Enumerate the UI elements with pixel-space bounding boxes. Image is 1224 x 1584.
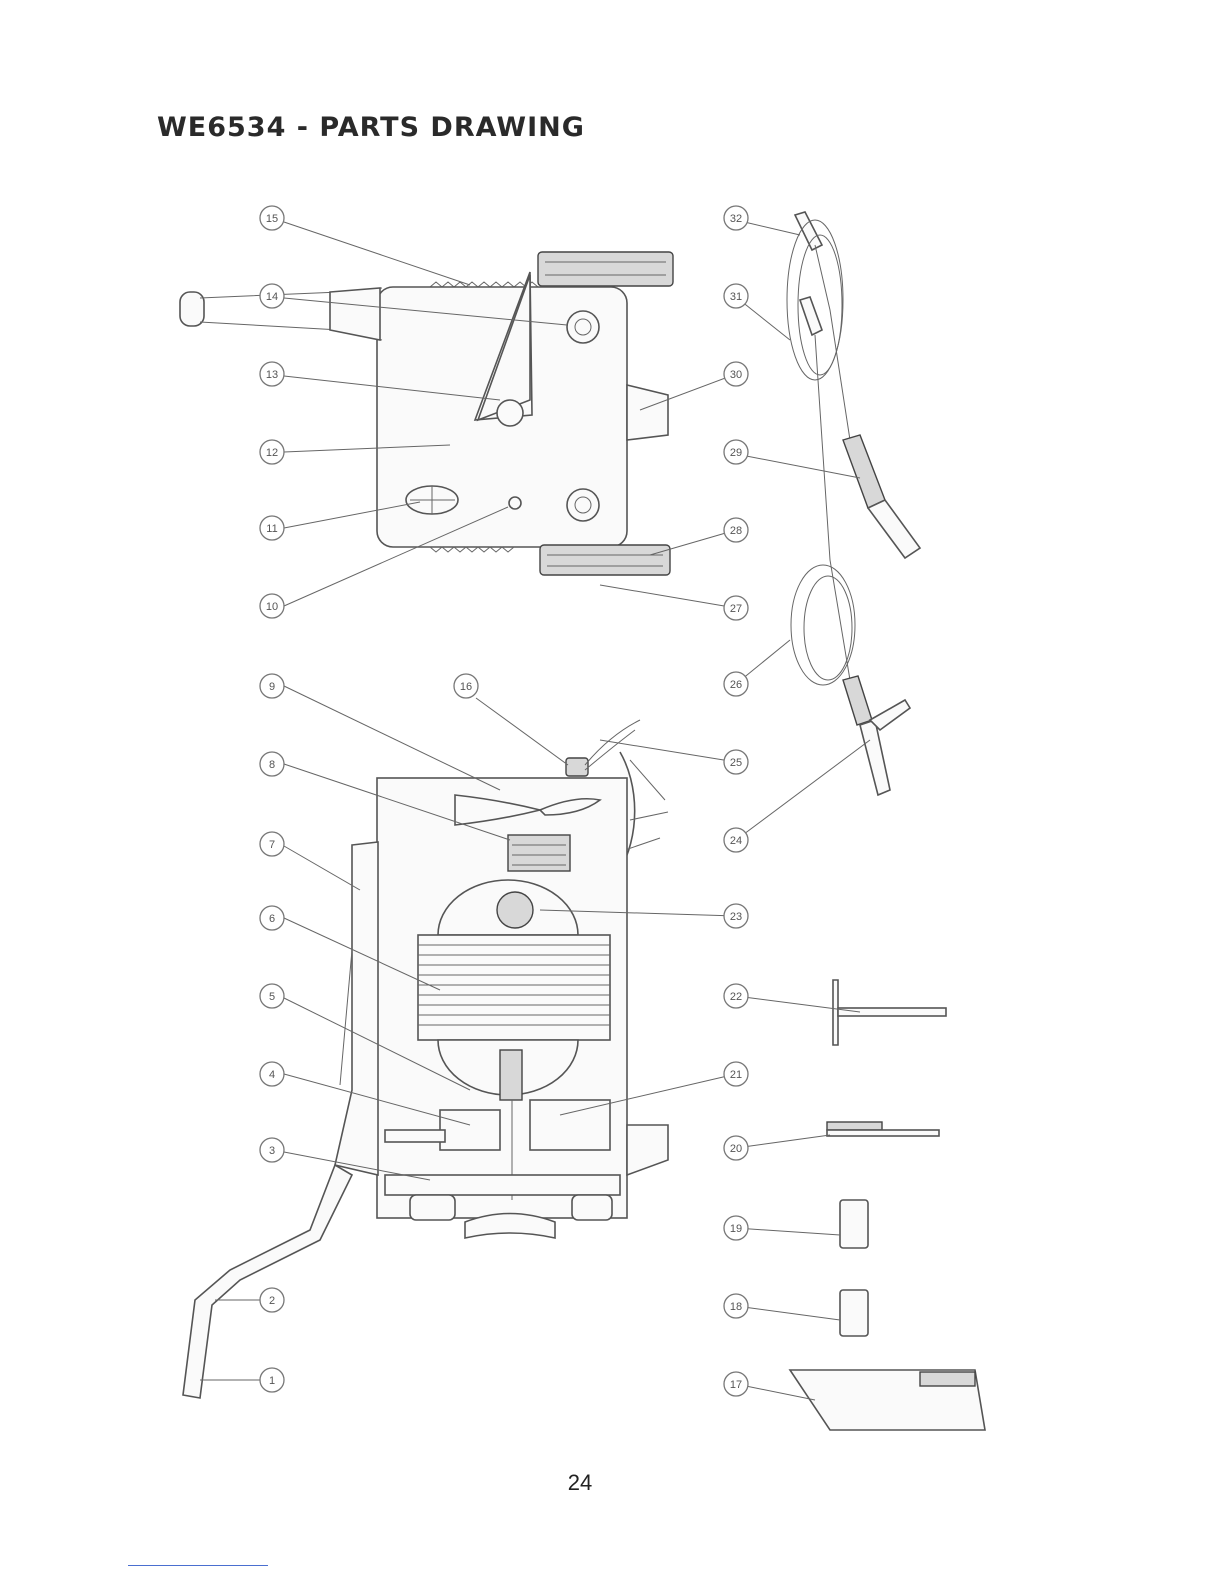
svg-text:1: 1	[269, 1375, 275, 1387]
svg-text:8: 8	[269, 759, 275, 771]
main-unit-assembly	[183, 720, 668, 1398]
svg-text:29: 29	[730, 447, 742, 459]
svg-text:11: 11	[266, 523, 277, 535]
svg-text:31: 31	[730, 291, 742, 303]
svg-text:30: 30	[730, 369, 742, 381]
svg-text:20: 20	[730, 1143, 742, 1155]
callout: 7	[260, 832, 284, 856]
callout: 14	[260, 284, 284, 308]
callout: 4	[260, 1062, 284, 1086]
svg-text:22: 22	[730, 991, 742, 1003]
front-panel	[335, 842, 378, 1175]
callout: 16	[454, 674, 478, 698]
callout: 19	[724, 1216, 748, 1240]
callout: 6	[260, 906, 284, 930]
svg-text:14: 14	[266, 291, 278, 303]
svg-text:21: 21	[730, 1069, 742, 1081]
svg-text:19: 19	[730, 1223, 742, 1235]
svg-text:12: 12	[266, 447, 278, 459]
svg-text:26: 26	[730, 679, 742, 691]
lens-clear	[840, 1200, 868, 1248]
svg-text:3: 3	[269, 1145, 275, 1157]
callout: 12	[260, 440, 284, 464]
back-panel-assembly	[180, 252, 673, 575]
svg-text:6: 6	[269, 913, 275, 925]
bottom-wheel	[540, 545, 670, 575]
callout: 3	[260, 1138, 284, 1162]
callout: 27	[724, 596, 748, 620]
wire-brush	[827, 1122, 882, 1130]
callout: 26	[724, 672, 748, 696]
callout: 31	[724, 284, 748, 308]
svg-text:18: 18	[730, 1301, 742, 1313]
ground-clamp	[843, 676, 872, 725]
callout: 17	[724, 1372, 748, 1396]
callout: 29	[724, 440, 748, 464]
electrode-holder	[843, 435, 885, 508]
callout: 9	[260, 674, 284, 698]
callout: 28	[724, 518, 748, 542]
svg-text:32: 32	[730, 213, 742, 225]
callout: 30	[724, 362, 748, 386]
page-number: 24	[0, 1470, 1160, 1496]
lens-dark	[840, 1290, 868, 1336]
callout: 13	[260, 362, 284, 386]
svg-text:2: 2	[269, 1295, 275, 1307]
svg-text:27: 27	[730, 603, 742, 615]
rectifier	[508, 835, 570, 871]
callout: 24	[724, 828, 748, 852]
svg-text:13: 13	[266, 369, 278, 381]
svg-text:16: 16	[460, 681, 472, 693]
svg-text:4: 4	[269, 1069, 275, 1081]
callout: 20	[724, 1136, 748, 1160]
callout: 18	[724, 1294, 748, 1318]
callout: 8	[260, 752, 284, 776]
svg-text:9: 9	[269, 681, 275, 693]
callout: 15	[260, 206, 284, 230]
right-column-parts	[787, 212, 985, 1430]
svg-text:23: 23	[730, 911, 742, 923]
callout: 23	[724, 904, 748, 928]
svg-text:15: 15	[266, 213, 278, 225]
callout: 5	[260, 984, 284, 1008]
callout: 1	[260, 1368, 284, 1392]
svg-text:25: 25	[730, 757, 742, 769]
callout: 2	[260, 1288, 284, 1312]
handle	[183, 1165, 352, 1398]
svg-text:10: 10	[266, 601, 278, 613]
callout: 25	[724, 750, 748, 774]
svg-text:24: 24	[730, 835, 742, 847]
callout: 21	[724, 1062, 748, 1086]
footer-link-underline	[128, 1565, 268, 1566]
svg-text:5: 5	[269, 991, 275, 1003]
svg-text:17: 17	[730, 1379, 742, 1391]
callout: 32	[724, 206, 748, 230]
callout: 22	[724, 984, 748, 1008]
svg-text:28: 28	[730, 525, 742, 537]
callout: 10	[260, 594, 284, 618]
knob	[567, 311, 599, 343]
top-wheel	[538, 252, 673, 286]
svg-text:7: 7	[269, 839, 275, 851]
callout: 11	[260, 516, 284, 540]
transformer	[418, 935, 610, 1040]
